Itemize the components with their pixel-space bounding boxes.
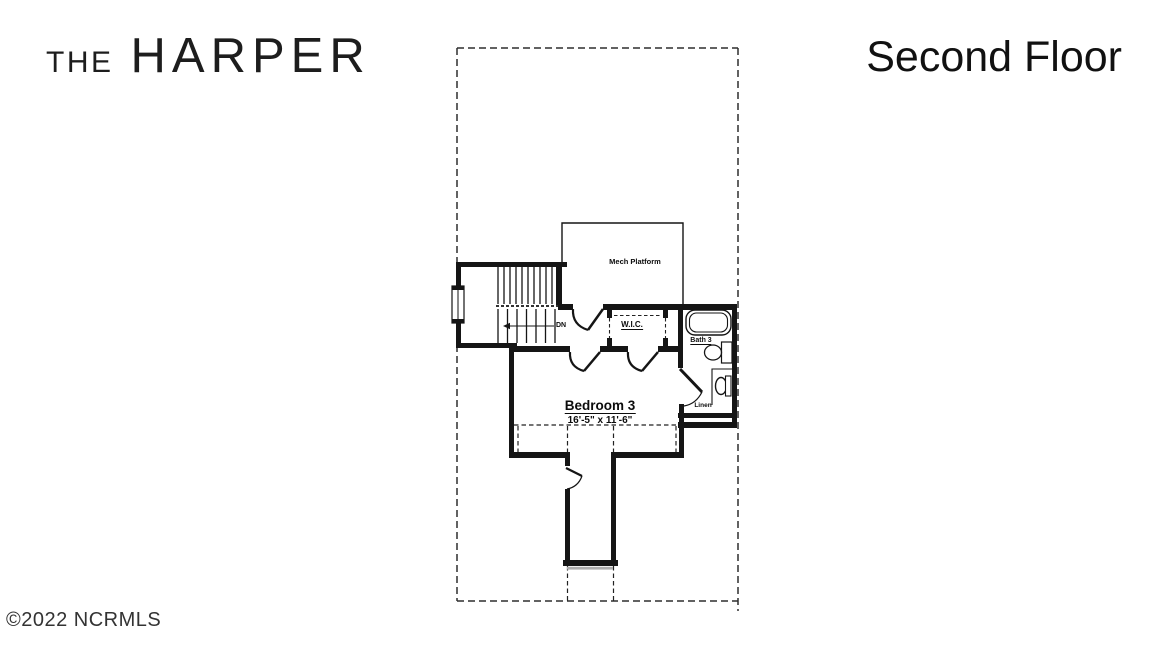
wall-bedroom-right: [679, 404, 684, 458]
wall-linen-bottom: [678, 413, 737, 418]
door-swing-bedroom: [568, 351, 601, 373]
room-dimensions-bedroom3: 16'-5" x 11'-6": [567, 415, 633, 427]
wall-stair-top: [456, 262, 567, 267]
toilet: [711, 368, 732, 405]
door-swing-bath: [678, 367, 704, 407]
room-label-linen: Linen: [694, 402, 712, 410]
wall-wic-right-b: [663, 338, 668, 346]
dn-text: DN: [556, 321, 567, 329]
wall-bedroom-left: [509, 346, 514, 458]
stair-window: [451, 285, 465, 324]
wall-bath-left: [678, 304, 683, 368]
stair-treads-upper: [497, 267, 559, 304]
wall-hall-top-right: [603, 304, 737, 310]
wall-bedroom-bottom-right: [611, 452, 683, 458]
floor-label: Second Floor: [866, 33, 1122, 81]
wic-closet: [608, 314, 667, 338]
wall-bedroom-bottom-left: [509, 452, 570, 458]
stair-direction-label: DN: [556, 322, 566, 329]
door-swing-mech: [571, 308, 605, 332]
ceiling-break-lines: [514, 424, 678, 601]
wall-right-exterior: [732, 304, 737, 428]
wall-wic-right-a: [663, 310, 668, 318]
mech-platform-outline: [561, 222, 684, 304]
bedroom3-dims-text: 16'-5" x 11'-6": [567, 415, 633, 426]
wall-bedroom-top-2: [600, 346, 628, 352]
brand-name: HARPER: [130, 29, 371, 83]
bedroom3-text: Bedroom 3: [564, 398, 636, 414]
room-label-bedroom3: Bedroom 3: [564, 398, 636, 414]
doors: [565, 308, 704, 490]
brand-prefix: THE: [46, 46, 114, 79]
wall-wic-left-a: [607, 310, 612, 318]
sink: [703, 341, 733, 364]
bathtub: [685, 309, 732, 336]
brand: THE HARPER: [46, 28, 371, 84]
copyright: ©2022 NCRMLS: [6, 609, 162, 631]
wall-corridor-bottom: [563, 560, 618, 566]
wall-corridor-right: [611, 458, 616, 566]
stair-direction-arrow-head: [503, 322, 510, 330]
wall-hall-top-left: [558, 304, 573, 310]
door-swing-corridor: [565, 467, 583, 490]
mech-platform-walls: [561, 222, 684, 304]
bath3-text: Bath 3: [690, 337, 712, 345]
stairs: [496, 267, 562, 343]
corridor-shadow: [567, 566, 613, 570]
wall-stair-right: [556, 262, 562, 305]
wic-text: W.I.C.: [621, 320, 643, 330]
wall-wic-left-b: [607, 338, 612, 346]
walls: [456, 262, 737, 566]
bathroom-fixtures: [685, 309, 733, 405]
room-label-mech-platform: Mech Platform: [609, 258, 661, 266]
wall-exterior-step: [678, 422, 737, 428]
wall-corridor-left-stub: [565, 458, 570, 466]
room-label-bath3: Bath 3: [690, 337, 712, 345]
property-boundary: [456, 47, 739, 611]
window-cap-top: [452, 286, 464, 290]
wall-corridor-left: [565, 489, 570, 566]
window-cap-bottom: [452, 319, 464, 323]
wall-bedroom-top-1: [509, 346, 570, 352]
mech-platform-text: Mech Platform: [609, 257, 661, 266]
linen-text: Linen: [694, 402, 712, 409]
door-swing-wic: [626, 351, 659, 373]
wall-stair-bottom: [456, 343, 517, 348]
room-label-wic: W.I.C.: [621, 320, 643, 330]
wall-bedroom-top-3: [658, 346, 678, 352]
